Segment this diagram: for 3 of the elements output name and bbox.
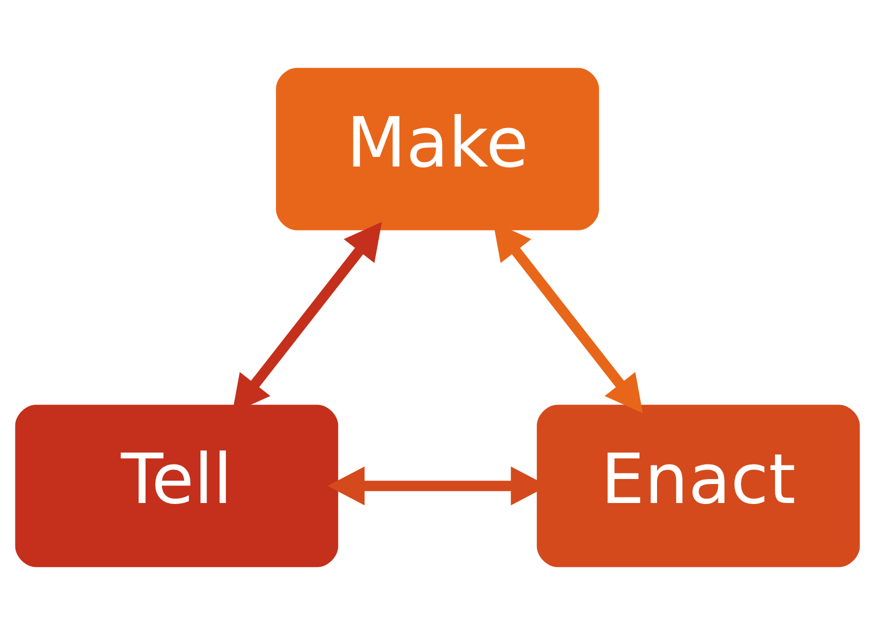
node-box: Enact xyxy=(536,404,860,567)
node-box: Tell xyxy=(15,404,338,567)
node-box: Make xyxy=(276,67,599,230)
